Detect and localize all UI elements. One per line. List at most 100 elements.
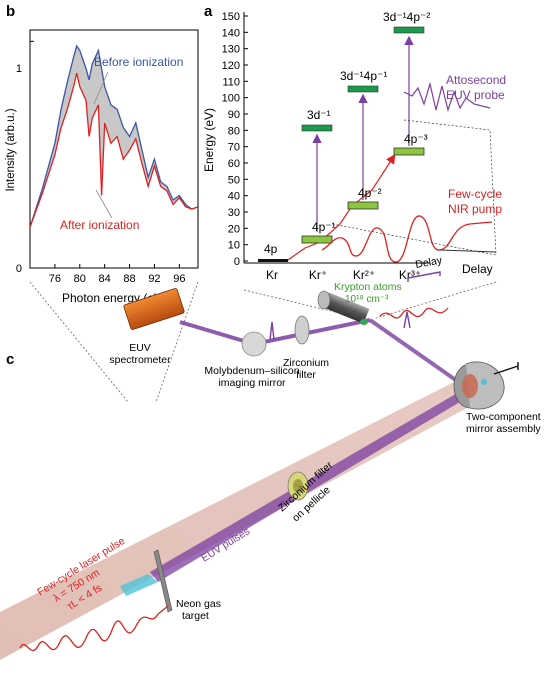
x-tick-label: 96	[173, 273, 185, 285]
level-kr-4p	[258, 259, 288, 262]
species-label-kr: Kr	[266, 268, 278, 282]
energy-tick-label: 30	[228, 207, 240, 219]
species-label-kr1: Kr⁺	[309, 268, 327, 282]
krypton-label: Krypton atoms	[334, 281, 402, 293]
level-kr1-4p	[301, 235, 333, 244]
legend-before-leader	[93, 71, 109, 105]
label-kr-4p: 4p	[264, 242, 278, 256]
energy-tick-label: 20	[228, 223, 240, 235]
euv-to-spectrometer-beam	[179, 320, 255, 346]
mirror-assembly-line1: Two-component	[466, 411, 541, 423]
nir-laser-beam	[0, 378, 478, 660]
energy-tick-label: 150	[222, 11, 240, 23]
delay-guide-lines	[331, 119, 497, 256]
species-label-kr3: Kr³⁺	[399, 268, 421, 282]
krypton-gas-nozzle	[317, 290, 370, 324]
mo-si-mirror-line1: Molybdenum–silicon	[204, 365, 299, 377]
euv-spectrometer-line1: EUV	[129, 342, 151, 354]
x-tick-label: 92	[148, 273, 160, 285]
neon-target-line2: target	[182, 610, 209, 622]
x-tick-label: 84	[99, 273, 111, 285]
x-tick-label: 80	[74, 273, 86, 285]
x-tick-label: 76	[49, 273, 61, 285]
euv-spectrometer-line2: spectrometer	[109, 354, 171, 366]
zirconium-filter	[294, 315, 310, 345]
delay-label-c: Delay	[414, 254, 443, 271]
neon-target-line1: Neon gas	[176, 598, 221, 610]
panel-label-b: b	[6, 3, 15, 20]
pump-label-line2: NIR pump	[448, 202, 502, 216]
x-tick-label: 88	[123, 273, 135, 285]
legend-before: Before ionization	[94, 55, 183, 69]
energy-ticks: 0 10 20 30 40 50 60 70 80 90 100 110 120 130 140 150	[222, 11, 248, 268]
mirror-assembly-line2: mirror assembly	[466, 423, 541, 435]
y-tick-label-1: 1	[16, 63, 22, 75]
euv-spectrometer	[123, 288, 185, 330]
energy-tick-label: 40	[228, 191, 240, 203]
label-kr3-3d: 3d⁻¹4p⁻²	[383, 10, 430, 24]
pump-label-line1: Few-cycle	[448, 187, 502, 201]
energy-tick-label: 90	[228, 109, 240, 121]
ionization-pathway-arrow	[287, 153, 396, 261]
x-axis-ticks: 76 80 84 88 92 96	[30, 40, 185, 285]
level-kr2-4p	[347, 201, 379, 210]
mo-si-imaging-mirror	[241, 331, 267, 357]
zoom-connector-a-right	[375, 281, 497, 319]
legend-after: After ionization	[60, 218, 139, 232]
few-cycle-laser-pulse	[19, 605, 169, 652]
label-kr1-4p: 4p⁻¹	[312, 220, 336, 234]
euv-pulse-spike-2	[403, 311, 411, 329]
energy-tick-label: 80	[228, 125, 240, 137]
label-kr2-4p: 4p⁻²	[358, 186, 382, 200]
series-before-ionization	[29, 44, 199, 228]
zoom-connector-b-left	[29, 281, 129, 403]
zoom-connector-b-right	[155, 281, 199, 403]
species-label-kr2: Kr²⁺	[353, 268, 375, 282]
panel-c-setup-schematic: EUV spectrometer Molybdenum–silicon imag…	[0, 254, 541, 660]
probe-label-line2: EUV probe	[446, 88, 505, 102]
nir-pump-pulse	[321, 215, 493, 263]
delay-baseline	[439, 249, 497, 253]
y-tick-label-0: 0	[16, 263, 22, 275]
energy-tick-label: 70	[228, 142, 240, 154]
energy-tick-label: 100	[222, 93, 240, 105]
level-kr1-3d	[301, 124, 333, 132]
krypton-interaction-point	[360, 319, 368, 325]
level-kr3-4p	[393, 147, 425, 156]
series-after-ionization	[29, 72, 199, 228]
legend-after-leader	[95, 189, 113, 219]
energy-tick-label: 120	[222, 60, 240, 72]
label-kr1-3d: 3d⁻¹	[307, 108, 331, 122]
energy-tick-label: 130	[222, 44, 240, 56]
probe-label-line1: Attosecond	[446, 73, 506, 87]
euv-cone	[120, 574, 158, 596]
neon-gas-target	[153, 549, 173, 613]
energy-axis-label: Energy (eV)	[202, 108, 216, 172]
pump-pulse-interaction	[379, 307, 449, 319]
euv-pulse-spike-1	[269, 321, 275, 341]
energy-tick-label: 140	[222, 27, 240, 39]
delay-bracket	[407, 271, 441, 282]
energy-tick-label: 50	[228, 174, 240, 186]
energy-tick-label: 10	[228, 240, 240, 252]
panel-label-a: a	[204, 3, 213, 20]
energy-tick-label: 110	[222, 76, 240, 88]
plot-frame	[29, 29, 199, 269]
krypton-density: 10¹⁸ cm⁻³	[345, 294, 389, 305]
level-kr3-3d	[393, 26, 425, 34]
label-kr2-3d: 3d⁻¹4p⁻¹	[340, 69, 387, 83]
euv-reflected-beam	[368, 318, 472, 392]
energy-tick-label: 60	[228, 158, 240, 170]
mo-si-mirror-line2: imaging mirror	[218, 377, 286, 389]
y-axis-label: Intensity (arb.u.)	[5, 108, 17, 191]
zr-filter-line1: Zirconium	[283, 357, 329, 369]
euv-beam	[150, 388, 470, 582]
label-kr3-4p: 4p⁻³	[404, 132, 428, 146]
attosecond-probe-pulse	[403, 81, 491, 113]
panel-a-energy-diagram: 0 10 20 30 40 50 60 70 80 90 100 110 120 130 140 150 En…	[202, 10, 506, 282]
pellicle-center	[293, 479, 303, 493]
delay-label-a: Delay	[462, 262, 493, 276]
energy-tick-label: 0	[234, 256, 240, 268]
